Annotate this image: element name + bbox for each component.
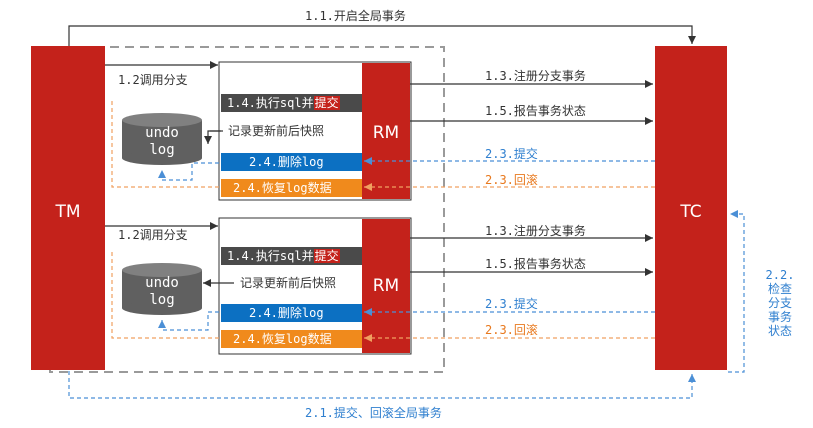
- restore-feedback-arrow-2: [111, 250, 219, 339]
- register-branch-label-2: 1.3.注册分支事务: [485, 224, 586, 238]
- undo-log-db-2: [122, 263, 202, 315]
- rollback-label-2: 2.3.回滚: [485, 323, 538, 337]
- restore-log-bar-1: 2.4.恢复log数据: [221, 179, 362, 197]
- delete-log-bar-1: 2.4.删除log: [221, 153, 362, 171]
- global-commit-rollback-label: 2.1.提交、回滚全局事务: [305, 406, 442, 420]
- record-snapshot-label-1: 记录更新前后快照: [228, 124, 325, 138]
- call-branch-label-1: 1.2调用分支: [118, 73, 188, 87]
- global-commit-rollback-arrow: [68, 371, 696, 399]
- restore-feedback-arrow-1: [111, 100, 219, 188]
- undo-log-db-1: [122, 113, 202, 165]
- restore-log-bar-2: 2.4.恢复log数据: [221, 330, 362, 348]
- tc-label: TC: [680, 202, 702, 222]
- rm-label-1: RM: [372, 123, 400, 143]
- exec-sql-bar-2: 1.4.执行sql并提交: [221, 247, 362, 265]
- commit-label-1: 2.3.提交: [485, 147, 538, 161]
- register-branch-label-1: 1.3.注册分支事务: [485, 69, 586, 83]
- delete-log-arrow-2: [158, 311, 219, 331]
- global-tx-arrow: [68, 25, 696, 47]
- rollback-label-1: 2.3.回滚: [485, 173, 538, 187]
- rm-actor-bar-1: [362, 63, 410, 199]
- record-snapshot-label-2: 记录更新前后快照: [240, 276, 337, 290]
- call-branch-label-2: 1.2调用分支: [118, 228, 188, 242]
- delete-log-bar-2: 2.4.删除log: [221, 304, 362, 322]
- check-status-arrow: [728, 210, 745, 373]
- exec-sql-bar-1: 1.4.执行sql并提交: [221, 94, 362, 112]
- delete-log-arrow-1: [158, 162, 219, 181]
- report-status-label-2: 1.5.报告事务状态: [485, 257, 586, 271]
- rm-label-2: RM: [372, 276, 400, 296]
- tc-actor-bar: [655, 46, 727, 370]
- check-branch-status-label: 2.2. 检查 分支 事务 状态: [765, 268, 795, 338]
- tm-label: TM: [55, 202, 81, 222]
- commit-label-2: 2.3.提交: [485, 297, 538, 311]
- global-tx-label: 1.1.开启全局事务: [305, 9, 406, 23]
- report-status-label-1: 1.5.报告事务状态: [485, 104, 586, 118]
- tm-actor-bar: [31, 46, 105, 370]
- rm-actor-bar-2: [362, 219, 410, 353]
